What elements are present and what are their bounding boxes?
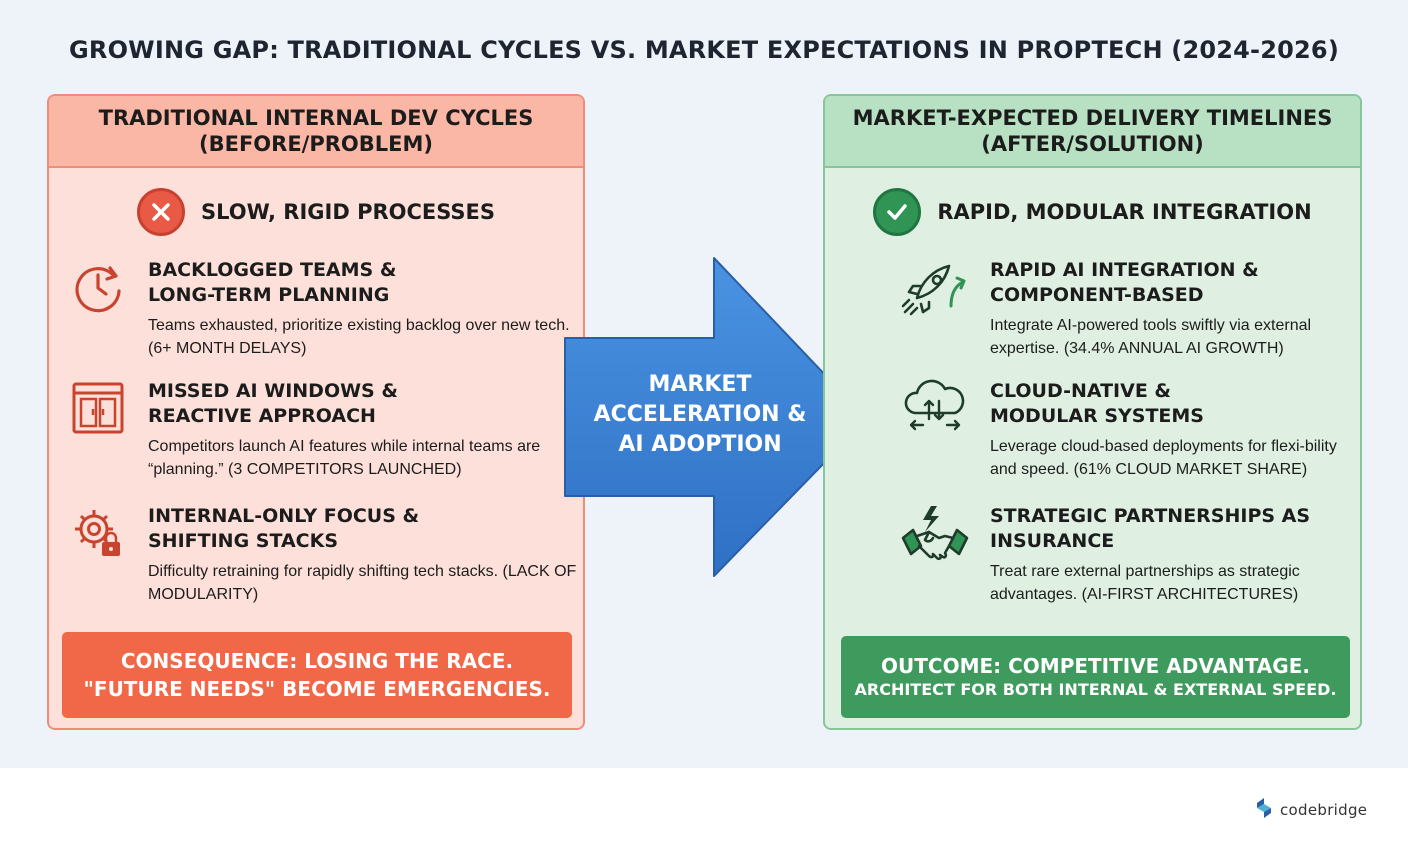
handshake-icon <box>899 504 969 562</box>
problem-item-backlog-desc: Teams exhausted, prioritize existing bac… <box>148 317 570 357</box>
clock-icon <box>69 258 127 316</box>
infographic-canvas: GROWING GAP: TRADITIONAL CYCLES VS. MARK… <box>0 0 1408 768</box>
solution-item-ai-integration-title: RAPID AI INTEGRATION & COMPONENT-BASED <box>990 259 1259 306</box>
codebridge-logo: codebridge <box>1254 796 1367 824</box>
window-icon <box>69 379 127 437</box>
solution-item-cloud-native-title: CLOUD-NATIVE & MODULAR SYSTEMS <box>990 380 1204 427</box>
outcome-line-1: OUTCOME: COMPETITIVE ADVANTAGE. <box>881 654 1310 678</box>
problem-item-internal-focus-desc: Difficulty retraining for rapidly shifti… <box>148 563 577 603</box>
problem-item-internal-focus-title: INTERNAL-ONLY FOCUS & SHIFTING STACKS <box>148 505 420 552</box>
solution-item-partnerships-desc: Treat rare external partnerships as stra… <box>990 563 1300 603</box>
solution-panel-header: MARKET-EXPECTED DELIVERY TIMELINES (AFTE… <box>825 96 1360 168</box>
page-title: GROWING GAP: TRADITIONAL CYCLES VS. MARK… <box>69 36 1339 64</box>
solution-item-ai-integration-desc: Integrate AI-powered tools swiftly via e… <box>990 317 1312 357</box>
consequence-line-2: "FUTURE NEEDS" BECOME EMERGENCIES. <box>83 677 551 701</box>
outcome-line-2: ARCHITECT FOR BOTH INTERNAL & EXTERNAL S… <box>854 680 1337 699</box>
solution-item-partnerships: STRATEGIC PARTNERSHIPS AS INSURANCE Trea… <box>825 504 1360 612</box>
arrow-label: MARKET ACCELERATION & AI ADOPTION <box>593 372 807 457</box>
solution-panel: MARKET-EXPECTED DELIVERY TIMELINES (AFTE… <box>823 94 1362 730</box>
transition-arrow <box>561 254 871 580</box>
problem-item-internal-focus: INTERNAL-ONLY FOCUS & SHIFTING STACKS Di… <box>49 504 583 612</box>
outcome-banner: OUTCOME: COMPETITIVE ADVANTAGE. ARCHITEC… <box>841 636 1350 718</box>
problem-item-missed-ai-title: MISSED AI WINDOWS & REACTIVE APPROACH <box>148 380 398 427</box>
consequence-banner: CONSEQUENCE: LOSING THE RACE. "FUTURE NE… <box>62 632 572 718</box>
x-circle-icon <box>136 188 185 236</box>
cloud-icon <box>899 379 965 437</box>
problem-panel: TRADITIONAL INTERNAL DEV CYCLES (BEFORE/… <box>47 94 585 730</box>
problem-subheading-text: SLOW, RIGID PROCESSES <box>200 200 496 224</box>
solution-item-partnerships-title: STRATEGIC PARTNERSHIPS AS INSURANCE <box>990 505 1311 552</box>
codebridge-logo-text: codebridge <box>1280 801 1368 819</box>
solution-subheading: RAPID, MODULAR INTEGRATION <box>825 186 1360 238</box>
check-circle-icon <box>873 188 922 236</box>
consequence-line-1: CONSEQUENCE: LOSING THE RACE. <box>120 649 514 673</box>
gear-lock-icon <box>69 504 127 562</box>
problem-item-backlog-title: BACKLOGGED TEAMS & LONG-TERM PLANNING <box>148 259 397 306</box>
problem-item-missed-ai-desc: Competitors launch AI features while int… <box>148 438 541 478</box>
problem-item-backlog: BACKLOGGED TEAMS & LONG-TERM PLANNING Te… <box>49 258 583 366</box>
rocket-icon <box>899 258 966 316</box>
problem-panel-header: TRADITIONAL INTERNAL DEV CYCLES (BEFORE/… <box>49 96 583 168</box>
solution-item-cloud-native: CLOUD-NATIVE & MODULAR SYSTEMS Leverage … <box>825 379 1360 487</box>
problem-subheading: SLOW, RIGID PROCESSES <box>49 186 583 238</box>
codebridge-logo-icon <box>1254 796 1274 824</box>
solution-item-cloud-native-desc: Leverage cloud-based deployments for fle… <box>990 438 1337 478</box>
solution-subheading-text: RAPID, MODULAR INTEGRATION <box>937 200 1312 224</box>
solution-item-ai-integration: RAPID AI INTEGRATION & COMPONENT-BASED I… <box>825 258 1360 366</box>
problem-item-missed-ai: MISSED AI WINDOWS & REACTIVE APPROACH Co… <box>49 379 583 487</box>
